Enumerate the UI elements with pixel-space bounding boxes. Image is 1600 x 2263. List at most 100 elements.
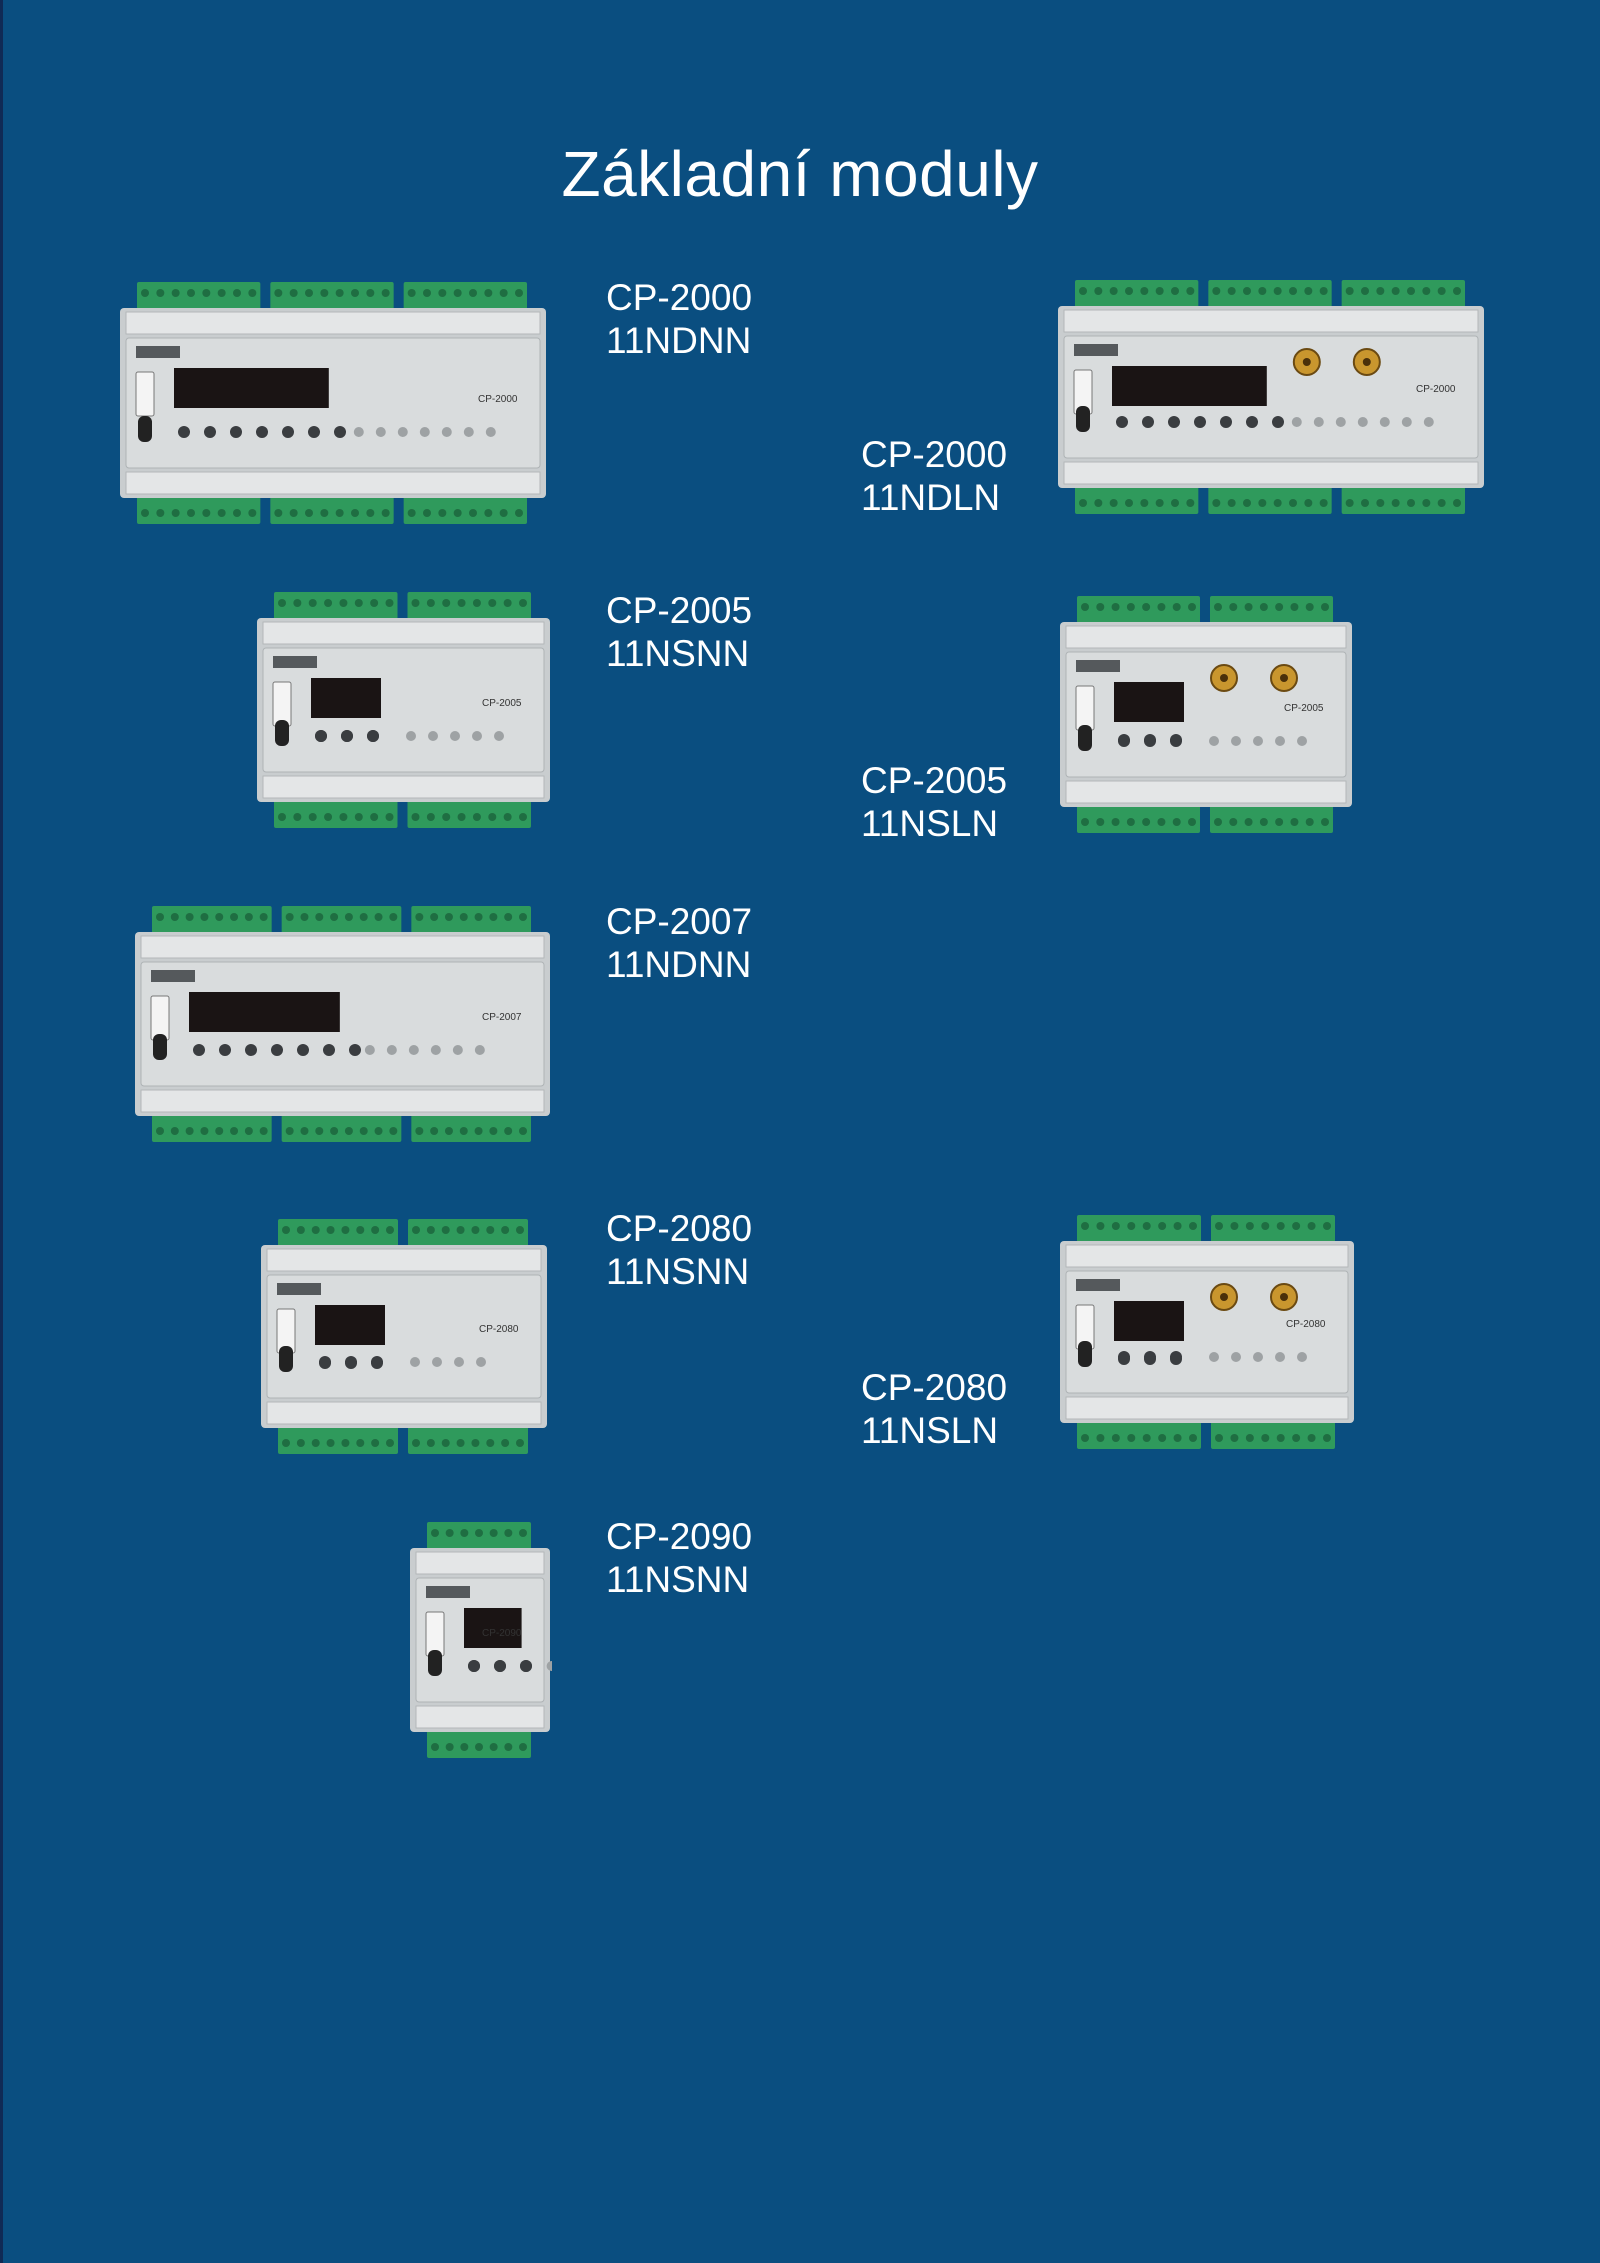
control-button bbox=[1168, 416, 1180, 428]
terminal-screw bbox=[156, 913, 164, 921]
status-led bbox=[408, 1045, 419, 1055]
brand-logo bbox=[1076, 1279, 1120, 1291]
control-button bbox=[245, 1044, 257, 1056]
terminal-screw bbox=[230, 1127, 239, 1135]
terminal-block-bottom bbox=[1077, 1417, 1201, 1449]
module-drawing: CP-2080 bbox=[261, 1219, 547, 1454]
terminal-screw bbox=[185, 913, 194, 921]
terminal-screw bbox=[516, 1226, 524, 1234]
terminal-screw bbox=[1111, 818, 1120, 826]
terminal-screw bbox=[1215, 1434, 1223, 1442]
brand-logo bbox=[1076, 660, 1120, 672]
terminal-screw bbox=[457, 813, 466, 821]
terminal-screw bbox=[308, 813, 317, 821]
label-strip-bottom bbox=[125, 471, 541, 495]
terminal-screw bbox=[385, 813, 394, 821]
terminal-screw bbox=[259, 913, 268, 921]
status-led bbox=[476, 1357, 486, 1367]
status-led bbox=[1313, 417, 1324, 427]
terminal-screw bbox=[359, 913, 368, 921]
module-drawing: CP-2007 bbox=[135, 906, 550, 1142]
label-cp2007-ndnn: CP-2007 11NDNN bbox=[606, 900, 752, 986]
terminal-screw bbox=[519, 1127, 527, 1135]
control-button bbox=[1144, 734, 1156, 746]
terminal-screw bbox=[1081, 603, 1089, 611]
terminal-screw bbox=[1244, 603, 1253, 611]
terminal-screw bbox=[282, 1226, 290, 1234]
terminal-screw bbox=[1142, 818, 1151, 826]
terminal-screw bbox=[1323, 1434, 1331, 1442]
terminal-screw bbox=[1125, 287, 1133, 295]
terminal-screw bbox=[1437, 287, 1446, 295]
label-cp2005-nsnn: CP-2005 11NSNN bbox=[606, 589, 752, 675]
terminal-screw bbox=[1157, 818, 1166, 826]
terminal-screw bbox=[278, 813, 286, 821]
control-button bbox=[1118, 734, 1130, 746]
status-led bbox=[1401, 417, 1412, 427]
terminal-screw bbox=[469, 509, 477, 517]
control-button bbox=[345, 1357, 357, 1369]
terminal-screw bbox=[320, 509, 329, 517]
terminal-screw bbox=[1307, 1434, 1316, 1442]
status-led bbox=[1297, 1352, 1307, 1362]
terminal-block-bottom bbox=[274, 796, 398, 828]
terminal-screw bbox=[344, 1127, 353, 1135]
terminal-screw bbox=[370, 599, 379, 607]
control-button bbox=[219, 1044, 231, 1056]
terminal-screw bbox=[356, 1226, 365, 1234]
module-drawing: CP-2005 bbox=[257, 592, 550, 828]
control-button bbox=[256, 426, 268, 438]
terminal-screw bbox=[296, 1439, 305, 1447]
terminal-screw bbox=[351, 289, 359, 297]
control-button bbox=[204, 426, 216, 438]
status-led bbox=[1253, 1352, 1263, 1362]
terminal-screw bbox=[453, 289, 462, 297]
brand-logo bbox=[1074, 344, 1118, 356]
terminal-block-bottom bbox=[137, 492, 261, 524]
label-strip-bottom bbox=[1065, 780, 1347, 804]
terminal-screw bbox=[366, 289, 375, 297]
status-led bbox=[430, 1045, 441, 1055]
status-led bbox=[1379, 417, 1390, 427]
terminal-block-top bbox=[1210, 596, 1333, 628]
terminal-screw bbox=[1125, 499, 1133, 507]
control-button bbox=[319, 1357, 331, 1369]
status-led bbox=[1291, 417, 1302, 427]
status-led bbox=[472, 731, 482, 741]
terminal-screw bbox=[1155, 499, 1164, 507]
label-cp2080-nsnn: CP-2080 11NSNN bbox=[606, 1207, 752, 1293]
terminal-screw bbox=[1173, 1222, 1182, 1230]
control-button bbox=[1220, 416, 1232, 428]
terminal-screw bbox=[1227, 499, 1236, 507]
terminal-screw bbox=[412, 1226, 420, 1234]
terminal-screw bbox=[407, 289, 416, 297]
terminal-screw bbox=[504, 1743, 513, 1751]
terminal-screw bbox=[308, 599, 317, 607]
terminal-screw bbox=[459, 913, 468, 921]
terminal-screw bbox=[1096, 818, 1105, 826]
model-name: CP-2000 bbox=[606, 277, 753, 318]
terminal-screw bbox=[381, 509, 390, 517]
terminal-screw bbox=[156, 289, 165, 297]
control-button bbox=[1272, 416, 1284, 428]
terminal-block-top bbox=[278, 1219, 398, 1251]
terminal-block-bottom bbox=[152, 1110, 272, 1142]
terminal-screw bbox=[335, 509, 344, 517]
status-led bbox=[375, 427, 386, 437]
control-button bbox=[308, 426, 320, 438]
terminal-screw bbox=[486, 1439, 495, 1447]
antenna-pin bbox=[1280, 1293, 1288, 1301]
terminal-screw bbox=[386, 1226, 394, 1234]
terminal-block-top bbox=[403, 282, 527, 314]
terminal-screw bbox=[187, 509, 195, 517]
terminal-screw bbox=[371, 1226, 380, 1234]
terminal-screw bbox=[1304, 287, 1313, 295]
model-variant: 11NSNN bbox=[606, 1251, 750, 1292]
terminal-screw bbox=[515, 509, 523, 517]
terminal-screw bbox=[1172, 818, 1181, 826]
status-led bbox=[1275, 1352, 1285, 1362]
terminal-screw bbox=[217, 289, 226, 297]
terminal-block-top bbox=[137, 282, 261, 314]
usb-port bbox=[1075, 685, 1095, 731]
terminal-screw bbox=[1422, 287, 1431, 295]
